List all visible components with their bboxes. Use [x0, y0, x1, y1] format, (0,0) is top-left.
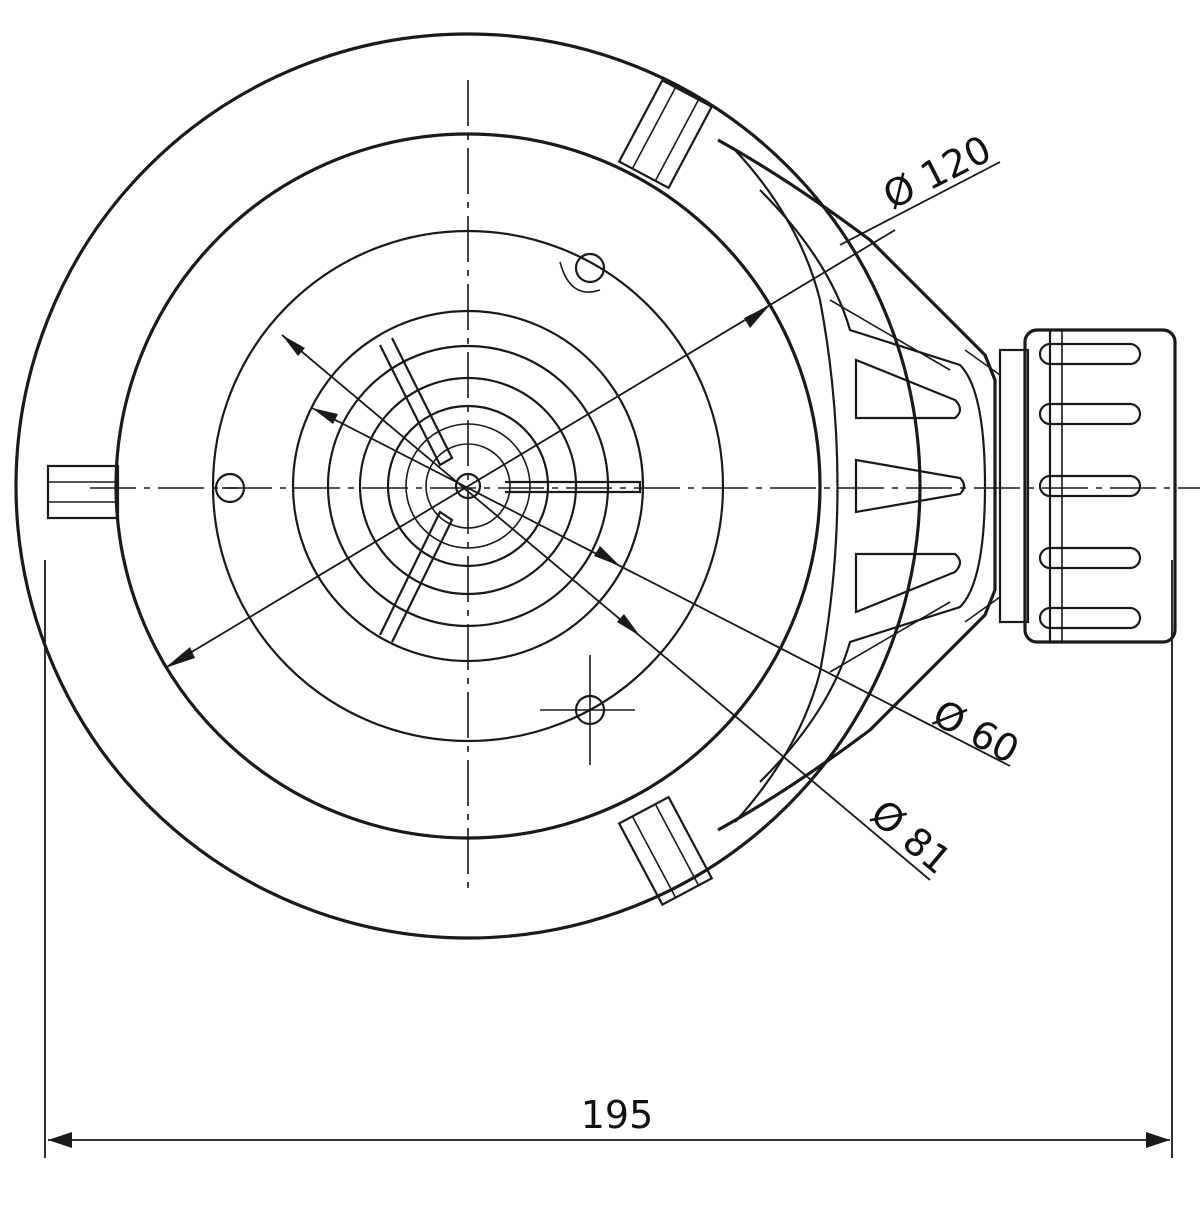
flange-slot-bottom	[617, 795, 714, 907]
outlet-housing	[717, 138, 1001, 832]
dimension-label-60: Ø 60	[926, 691, 1026, 772]
dimension-label-195: 195	[581, 1093, 654, 1137]
outlet-nut	[998, 328, 1177, 644]
dimension-label-81: Ø 81	[862, 791, 959, 883]
grate-spokes	[379, 337, 642, 643]
outer-flange-circle	[14, 32, 922, 940]
screw-bottom	[540, 655, 635, 765]
dimension-label-120: Ø 120	[876, 127, 998, 218]
flange-slot-left	[46, 464, 120, 520]
screw-top	[559, 252, 606, 293]
flange-slot-top	[617, 78, 714, 190]
dimension-diameter-60	[311, 407, 1011, 767]
dimension-diameter-120	[164, 161, 1001, 669]
dimension-diameter-81	[281, 334, 931, 881]
dimension-overall-width	[44, 560, 1173, 1158]
